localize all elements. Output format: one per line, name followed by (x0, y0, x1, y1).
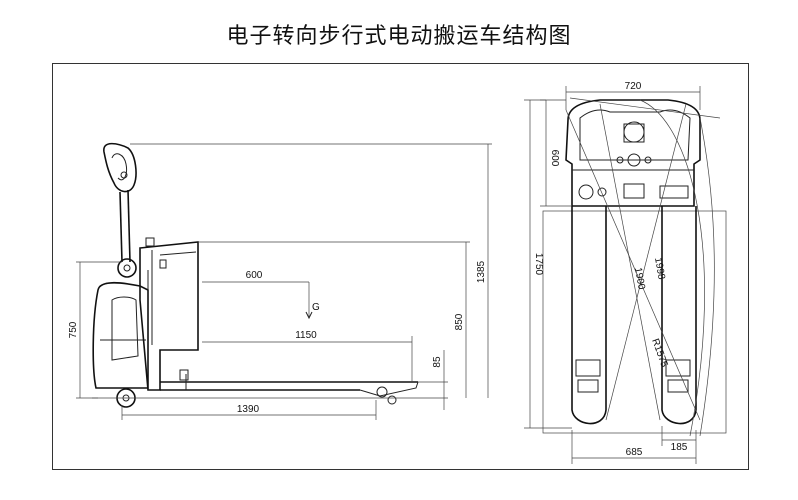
dim-850-label: 850 (454, 313, 465, 330)
dim-750-label: 750 (68, 321, 79, 338)
cg-label: G (312, 302, 320, 313)
dim-mast-height: 850 (198, 241, 470, 398)
dim-600-top-label: 600 (549, 150, 560, 167)
fork-side (160, 369, 419, 397)
dim-1900-label: 1900 (632, 267, 647, 291)
dim-body-length: 600 (540, 99, 572, 207)
dim-685-label: 685 (626, 447, 643, 458)
dim-600-label: 600 (246, 270, 263, 281)
dim-1750-label: 1750 (533, 253, 544, 276)
diagonal-lines (565, 97, 721, 437)
dim-fork-width: 185 (661, 426, 696, 453)
dim-1385-label: 1385 (476, 260, 487, 283)
side-view: 1390 600 G 1150 750 1385 850 (68, 142, 492, 420)
drawing-frame (52, 63, 749, 470)
dim-720-label: 720 (625, 81, 642, 92)
dim-fork-height: 85 (400, 350, 448, 410)
top-body (565, 99, 701, 207)
tiller-handle (103, 142, 137, 278)
drive-body (92, 237, 199, 391)
load-wheel (376, 386, 397, 405)
dim-fork-outer-width: 685 (571, 430, 697, 464)
dim-handle-height: 1385 (130, 143, 492, 398)
dim-load-center: 600 G (202, 270, 320, 320)
dim-body-width: 720 (565, 81, 701, 110)
dim-fork-length: 1150 (202, 330, 413, 382)
right-fork (661, 206, 697, 425)
top-view: 1900 1998 R1575 720 600 1750 685 (524, 81, 727, 464)
dim-85-label: 85 (432, 356, 443, 368)
dim-total-length: 1750 (524, 99, 572, 429)
dim-185-label: 185 (671, 442, 688, 453)
dim-1998-label: 1998 (652, 257, 667, 281)
load-outline (542, 210, 727, 434)
diagram-title: 电子转向步行式电动搬运车结构图 (226, 23, 572, 48)
dim-overall-length: 1390 (121, 400, 377, 420)
left-fork (571, 206, 607, 425)
dim-1390-label: 1390 (237, 404, 260, 415)
dim-1150-label: 1150 (295, 330, 317, 341)
